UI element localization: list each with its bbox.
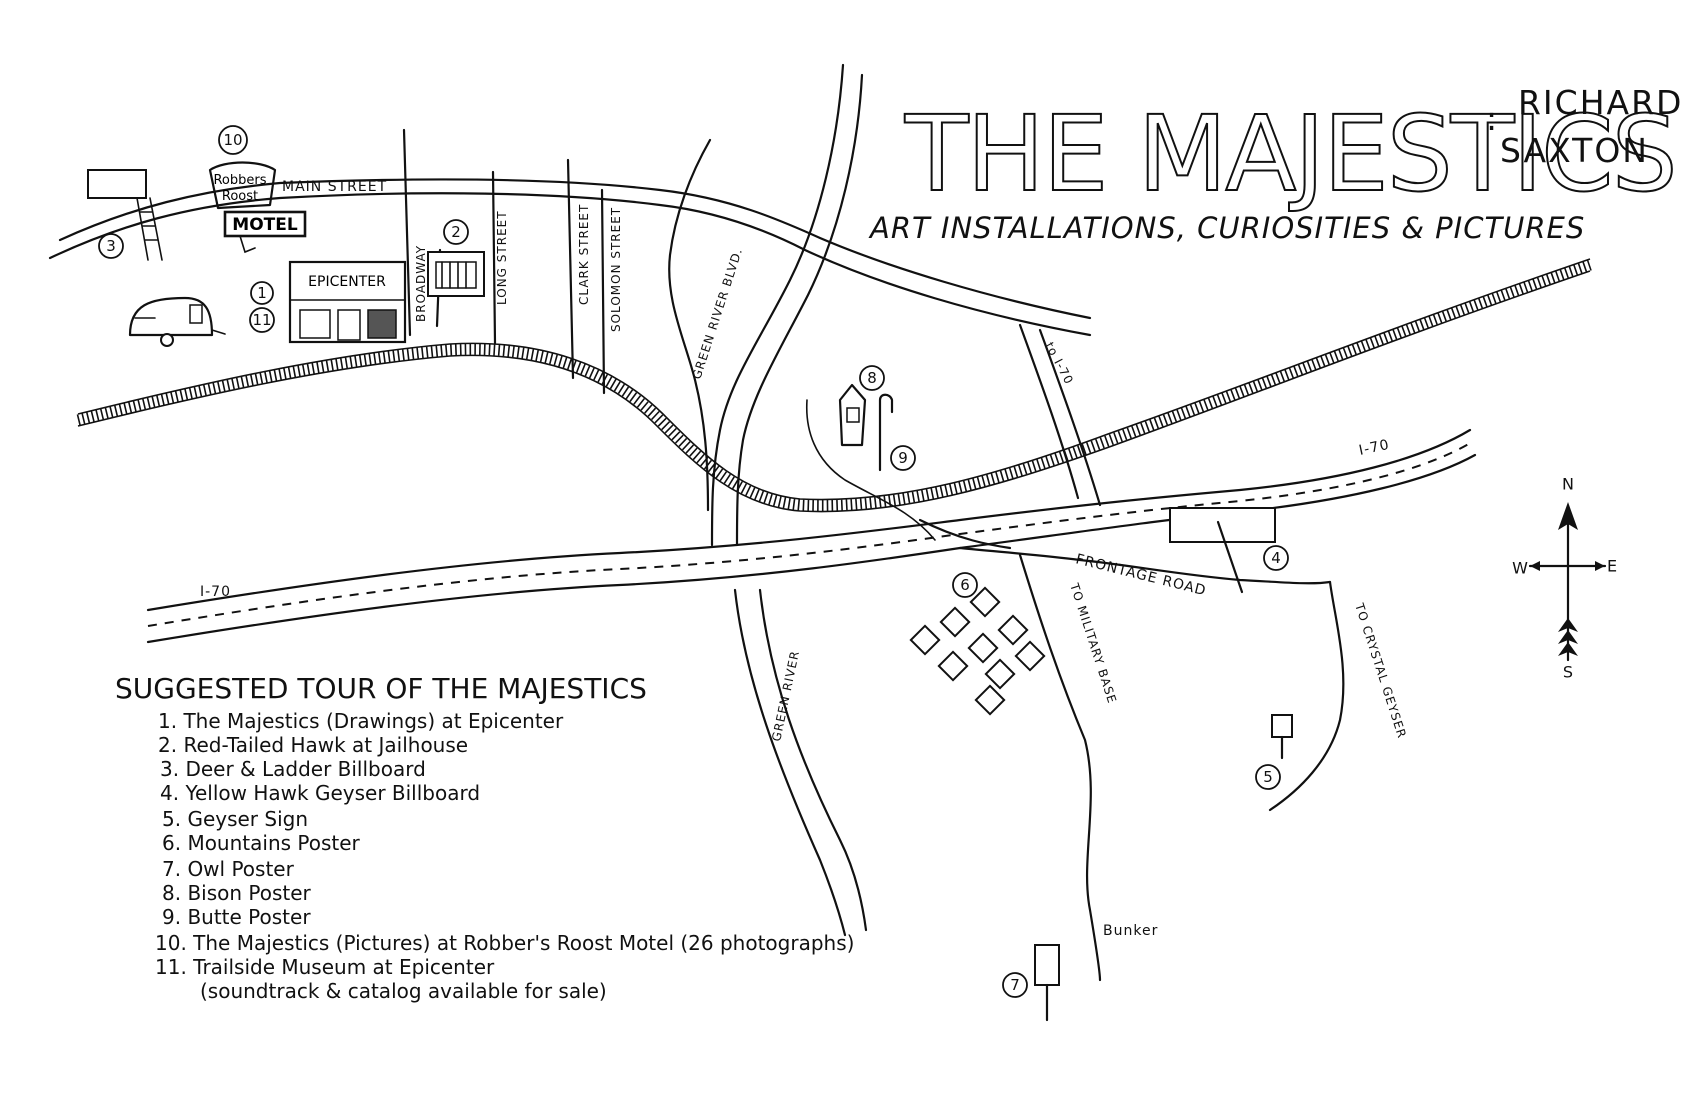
- marker-8: 8: [859, 365, 885, 391]
- tour-item-1: 1. The Majestics (Drawings) at Epicenter: [158, 709, 564, 733]
- tour-markers: 10 3 2 1 11 8 9 6 4 5 7: [98, 125, 1289, 998]
- marker-11: 11: [249, 307, 275, 333]
- tour-item-6: 6. Mountains Poster: [162, 831, 361, 855]
- tour-item-2: 2. Red-Tailed Hawk at Jailhouse: [158, 733, 468, 757]
- east-arrow-icon: [1595, 561, 1605, 571]
- trailer: [128, 296, 226, 347]
- north-arrow-icon: [1558, 502, 1578, 530]
- bunker-label: Bunker: [1103, 923, 1158, 939]
- marker-1: 1: [250, 281, 274, 305]
- map-title: THE MAJESTICS: [904, 93, 1676, 215]
- tour-item-10: 10. The Majestics (Pictures) at Robber's…: [155, 931, 854, 955]
- i70-right-label: I-70: [1358, 437, 1392, 459]
- railroad: [76, 258, 1592, 513]
- title-block: THE MAJESTICS : RICHARD SAXTON ART INSTA…: [868, 83, 1683, 245]
- deer-ladder-billboard: [87, 169, 163, 261]
- cross-streets: BROADWAY LONG STREET CLARK STREET SOLOMO…: [402, 128, 623, 395]
- motel-name-top: Robbers: [213, 173, 266, 188]
- military-base-label: TO MILITARY BASE: [1067, 581, 1119, 706]
- tour-item-3: 3. Deer & Ladder Billboard: [160, 757, 426, 781]
- clark-street-label: CLARK STREET: [577, 204, 591, 305]
- svg-text:5: 5: [1263, 768, 1273, 786]
- geyser-billboard: [1169, 507, 1276, 594]
- svg-text:11: 11: [252, 311, 271, 329]
- i70-left-label: I-70: [200, 584, 231, 600]
- svg-text:9: 9: [898, 449, 908, 467]
- svg-text:1: 1: [257, 284, 267, 302]
- compass-east: E: [1607, 557, 1617, 576]
- broadway-label: BROADWAY: [414, 245, 428, 322]
- robbers-roost-motel: Robbers Roost MOTEL: [208, 161, 307, 254]
- marker-4: 4: [1263, 545, 1289, 571]
- tour-heading: SUGGESTED TOUR OF THE MAJESTICS: [115, 672, 647, 705]
- svg-text:6: 6: [960, 576, 970, 594]
- tour-item-8: 8. Bison Poster: [162, 881, 312, 905]
- side-road: [805, 399, 936, 541]
- svg-text:8: 8: [867, 369, 877, 387]
- military-base-road: TO MILITARY BASE Bunker: [1018, 553, 1158, 982]
- svg-text:7: 7: [1010, 976, 1020, 994]
- motel-sign-text: MOTEL: [232, 215, 298, 235]
- green-river: GREEN RIVER: [733, 588, 868, 937]
- svg-text:4: 4: [1271, 549, 1281, 567]
- green-river-blvd: GREEN RIVER BLVD.: [668, 138, 746, 512]
- tour-list: SUGGESTED TOUR OF THE MAJESTICS 1. The M…: [115, 672, 854, 1003]
- west-arrow-icon: [1530, 561, 1540, 571]
- svg-text:2: 2: [451, 223, 461, 241]
- tour-item-5: 5. Geyser Sign: [162, 807, 308, 831]
- crystal-geyser-road: TO CRYSTAL GEYSER: [1268, 580, 1409, 812]
- marker-10: 10: [218, 125, 248, 155]
- marker-5: 5: [1255, 764, 1281, 790]
- central-river: [710, 63, 864, 547]
- solomon-street-label: SOLOMON STREET: [609, 207, 623, 332]
- bison-butte-posters: [838, 383, 894, 472]
- map-subtitle: ART INSTALLATIONS, CURIOSITIES & PICTURE…: [868, 211, 1585, 245]
- compass-north: N: [1562, 475, 1574, 494]
- svg-text:3: 3: [106, 237, 116, 255]
- marker-2: 2: [443, 219, 469, 245]
- marker-7: 7: [1002, 972, 1028, 998]
- jailhouse: [427, 251, 485, 297]
- compass-rose: N S E W: [1512, 475, 1617, 682]
- to-i70-label: to I-70: [1042, 340, 1076, 387]
- tour-item-9: 9. Butte Poster: [162, 905, 311, 929]
- compass-west: W: [1512, 559, 1528, 578]
- author-last-name: SAXTON: [1500, 131, 1649, 170]
- long-street-label: LONG STREET: [495, 210, 509, 305]
- compass-south: S: [1563, 663, 1573, 682]
- tour-item-11-note: (soundtrack & catalog available for sale…: [200, 979, 607, 1003]
- marker-9: 9: [890, 445, 916, 471]
- interstate-i70: I-70 I-70: [146, 428, 1477, 644]
- mountains-poster-grid: [909, 586, 1046, 716]
- main-street-label: MAIN STREET: [282, 179, 387, 195]
- geyser-sign: [1271, 714, 1293, 760]
- marker-6: 6: [952, 572, 978, 598]
- main-street: MAIN STREET: [48, 178, 1092, 337]
- green-river-blvd-label: GREEN RIVER BLVD.: [690, 246, 746, 381]
- author-first-name: RICHARD: [1518, 83, 1683, 122]
- fletching-icon: [1558, 618, 1578, 656]
- marker-3: 3: [98, 233, 124, 259]
- epicenter-building: EPICENTER: [288, 260, 407, 344]
- tour-item-11: 11. Trailside Museum at Epicenter: [155, 955, 495, 979]
- green-river-label: GREEN RIVER: [769, 649, 802, 742]
- motel-name-mid: Roost: [222, 189, 258, 204]
- to-i70-road: to I-70: [1018, 323, 1102, 507]
- tour-item-7: 7. Owl Poster: [162, 857, 295, 881]
- crystal-geyser-label: TO CRYSTAL GEYSER: [1352, 601, 1409, 741]
- svg-text:10: 10: [223, 131, 242, 149]
- epicenter-sign: EPICENTER: [308, 274, 386, 290]
- owl-poster: [1034, 944, 1060, 1022]
- author-separator: :: [1486, 99, 1499, 138]
- tour-item-4: 4. Yellow Hawk Geyser Billboard: [160, 781, 480, 805]
